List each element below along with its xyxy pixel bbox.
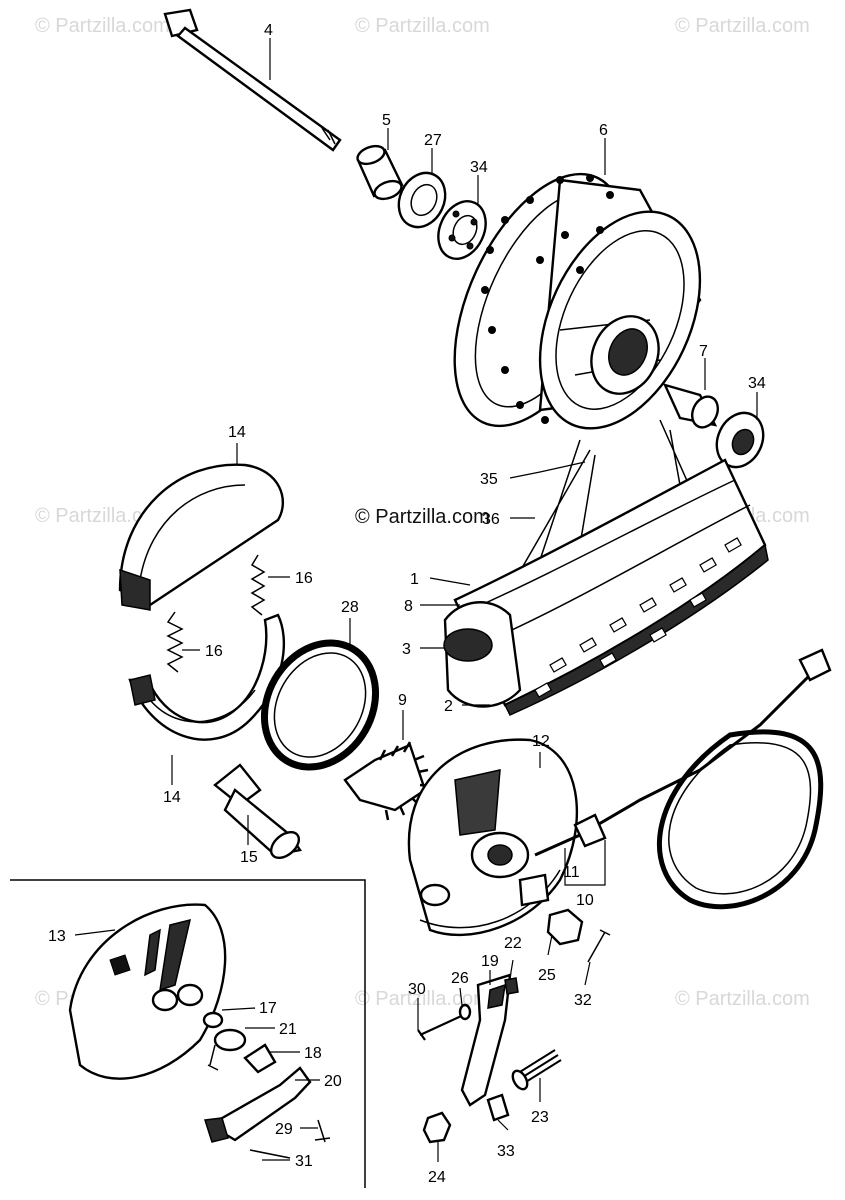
brake-shoe-upper-part[interactable] <box>118 463 284 611</box>
inset-border <box>10 879 366 1188</box>
callout-20: 20 <box>324 1073 342 1090</box>
nut-24-part[interactable] <box>422 1111 452 1144</box>
callout-29: 29 <box>275 1121 293 1138</box>
callout-24: 24 <box>428 1169 446 1186</box>
callout-18: 18 <box>304 1045 322 1062</box>
callout-14: 14 <box>228 424 246 441</box>
watermark: © Partzilla.com <box>675 988 810 1010</box>
spokes-part[interactable] <box>514 419 701 581</box>
rim-and-tire-part[interactable] <box>443 458 769 716</box>
brake-cam-part[interactable] <box>213 763 304 863</box>
watermark: © Partzilla.com <box>675 15 810 37</box>
callout-28: 28 <box>341 599 359 616</box>
callout-25: 25 <box>538 967 556 984</box>
callout-31: 31 <box>295 1153 313 1170</box>
callout-35: 35 <box>480 471 498 488</box>
torsion-spring-part[interactable] <box>207 1028 247 1071</box>
washer-26-part[interactable] <box>458 1003 472 1021</box>
callout-17: 17 <box>259 1000 277 1017</box>
brake-panel-part[interactable] <box>407 738 579 937</box>
leader-lines <box>74 38 758 1162</box>
indicator-plate-part[interactable] <box>243 1043 277 1074</box>
wheel-hub-part[interactable] <box>420 148 733 454</box>
callout-9: 9 <box>398 692 407 709</box>
callout-33: 33 <box>497 1143 515 1160</box>
callout-34: 34 <box>470 159 488 176</box>
callout-14: 14 <box>163 789 181 806</box>
callout-2: 2 <box>444 698 453 715</box>
o-ring-part[interactable] <box>242 623 397 788</box>
callout-1: 1 <box>410 571 419 588</box>
center-watermark: © Partzilla.com <box>355 506 490 528</box>
brake-shoe-lower-part[interactable] <box>128 613 286 741</box>
watermark: © Partzilla.com <box>355 988 490 1010</box>
panel-cover-part[interactable] <box>68 903 227 1080</box>
pin-part[interactable] <box>249 1149 291 1159</box>
axle-part[interactable] <box>163 8 342 152</box>
callout-6: 6 <box>599 122 608 139</box>
callout-5: 5 <box>382 112 391 129</box>
speedometer-cable-part[interactable] <box>534 648 832 910</box>
callout-30: 30 <box>408 981 426 998</box>
callout-4: 4 <box>264 22 273 39</box>
callout-21: 21 <box>279 1021 297 1038</box>
axle-nut-part[interactable] <box>546 908 584 946</box>
callout-15: 15 <box>240 849 258 866</box>
nut-22-part[interactable] <box>504 977 519 995</box>
callout-labels: 4 5 27 34 6 7 34 35 36 1 8 3 2 14 16 16 … <box>48 22 766 1186</box>
callout-13: 13 <box>48 928 66 945</box>
callout-32: 32 <box>574 992 592 1009</box>
callout-26: 26 <box>451 970 469 987</box>
return-spring-part[interactable] <box>166 554 266 673</box>
callout-7: 7 <box>699 343 708 360</box>
callout-16: 16 <box>295 570 313 587</box>
washer-part[interactable] <box>202 1011 224 1029</box>
spacer-part[interactable] <box>355 143 404 203</box>
dust-seal-part[interactable] <box>390 165 454 234</box>
brake-arm-inset-part[interactable] <box>204 1066 312 1143</box>
bolt-part[interactable] <box>314 1119 331 1143</box>
collar-part[interactable] <box>662 383 723 432</box>
watermark: © Partzilla.com <box>35 15 170 37</box>
callout-36: 36 <box>482 511 500 528</box>
joint-33-part[interactable] <box>486 1093 510 1122</box>
callout-12: 12 <box>532 733 550 750</box>
callout-23: 23 <box>531 1109 549 1126</box>
cotter-pin-part[interactable] <box>587 929 611 963</box>
spring-23-part[interactable] <box>510 1049 562 1092</box>
callout-8: 8 <box>404 598 413 615</box>
callout-3: 3 <box>402 641 411 658</box>
callout-19: 19 <box>481 953 499 970</box>
bearing-part[interactable] <box>429 194 494 267</box>
callout-22: 22 <box>504 935 522 952</box>
callout-27: 27 <box>424 132 442 149</box>
watermark: © Partzilla.com <box>35 505 170 527</box>
callout-10: 10 <box>576 892 594 909</box>
callout-16: 16 <box>205 643 223 660</box>
watermark: © Partzilla.com <box>355 15 490 37</box>
callout-11: 11 <box>563 864 580 881</box>
callout-34: 34 <box>748 375 766 392</box>
